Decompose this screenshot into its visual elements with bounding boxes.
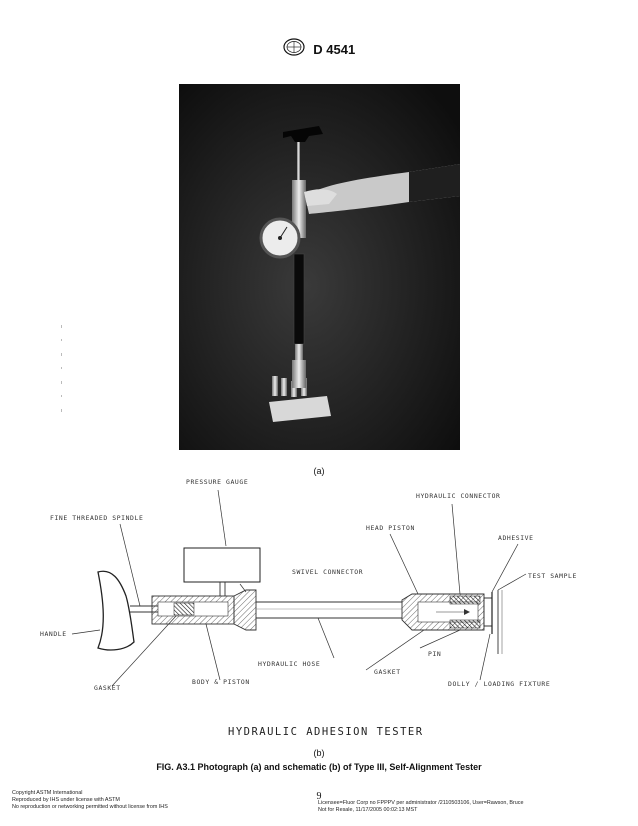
label-swivel-connector: SWIVEL CONNECTOR [292,568,363,576]
label-head-piston: HEAD PISTON [366,524,415,532]
page-number: 9 [316,791,322,802]
scan-marks [56,325,68,420]
label-hydraulic-connector: HYDRAULIC CONNECTOR [416,492,501,500]
astm-logo-icon [283,38,305,61]
label-adhesive: ADHESIVE [498,534,534,542]
label-gasket-left: GASKET [94,684,121,692]
page-header: D 4541 [0,38,638,61]
label-body-piston: BODY & PISTON [192,678,250,686]
label-hydraulic-hose: HYDRAULIC HOSE [258,660,320,668]
label-handle: HANDLE [40,630,67,638]
footer-license: Licensee=Fluor Corp no FPPPV per adminis… [318,800,524,813]
figure-caption: FIG. A3.1 Photograph (a) and schematic (… [156,762,482,772]
label-pressure-gauge: PRESSURE GAUGE [186,478,248,486]
tester-photograph [179,84,460,450]
photo-caption: (a) [313,466,325,476]
schematic-caption: (b) [313,748,325,758]
label-dolly-fixture: DOLLY / LOADING FIXTURE [448,680,550,688]
label-fine-threaded-spindle: FINE THREADED SPINDLE [50,514,143,522]
handle-shape [97,570,135,651]
document-designation: D 4541 [313,42,356,57]
schematic-title: HYDRAULIC ADHESION TESTER [228,726,424,738]
label-gasket-right: GASKET [374,668,401,676]
footer-copyright: Copyright ASTM International Reproduced … [12,790,168,810]
label-pin: PIN [428,650,441,658]
tester-schematic: PRESSURE GAUGE HYDRAULIC CONNECTOR FINE … [40,472,600,742]
label-test-sample: TEST SAMPLE [528,572,577,580]
